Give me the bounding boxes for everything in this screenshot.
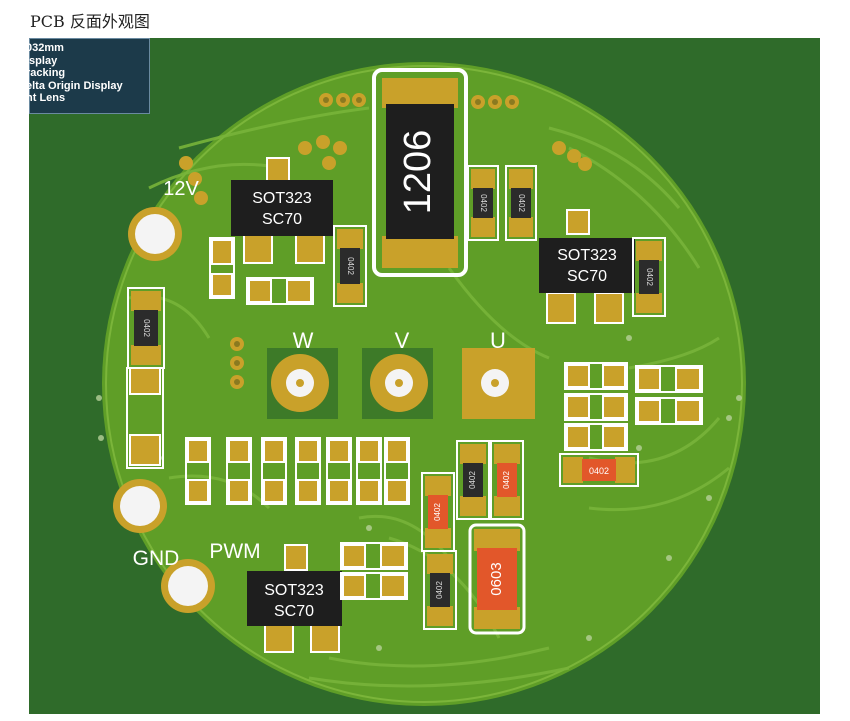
display-options-overlay: 032mm isplay racking elta Origin Display… xyxy=(29,38,150,114)
sot323-u3-line2: SC70 xyxy=(274,603,314,620)
resistor-0603-label: 0603 xyxy=(488,562,505,595)
resistor-0402-a[interactable]: 0402 xyxy=(467,165,499,241)
sot323-u2[interactable]: SOT323 SC70 xyxy=(539,209,635,324)
pad-row-bottom xyxy=(185,437,410,505)
resistor-0402-mid-gray[interactable]: 0402 xyxy=(456,440,490,520)
svg-text:0402: 0402 xyxy=(142,319,151,337)
sot323-u1-line2: SC70 xyxy=(262,211,302,228)
motor-pad-v[interactable] xyxy=(362,348,433,419)
resistor-0402-horizontal-orange[interactable]: 0402 xyxy=(559,453,639,487)
pcb-render: 1206 SOT323 SC70 SOT323 SC70 SOT323 xyxy=(96,62,746,706)
pad-array-bottom xyxy=(340,542,408,600)
page-caption: PCB 反面外观图 xyxy=(30,12,150,31)
label-w: W xyxy=(293,328,314,353)
resistor-0402-mid-orange[interactable]: 0402 xyxy=(490,440,524,520)
overlay-line: racking xyxy=(29,67,66,79)
mounting-holes xyxy=(113,207,215,613)
svg-text:0402: 0402 xyxy=(502,471,511,489)
sot323-u2-line1: SOT323 xyxy=(557,247,617,264)
resistor-0603[interactable]: 0603 xyxy=(468,523,526,635)
overlay-line: elta Origin Display xyxy=(29,79,123,92)
svg-text:0402: 0402 xyxy=(435,581,444,599)
resistor-1206[interactable]: 1206 xyxy=(372,68,468,277)
pad-array-right xyxy=(564,362,703,451)
resistor-0402-right[interactable]: 0402 xyxy=(632,237,666,317)
sot323-u1-line1: SOT323 xyxy=(252,190,312,207)
vias xyxy=(179,93,592,389)
label-u: U xyxy=(490,328,506,353)
sot323-u3-line1: SOT323 xyxy=(264,582,324,599)
label-12v: 12V xyxy=(163,178,199,200)
sot323-u1[interactable]: SOT323 SC70 xyxy=(231,157,333,264)
svg-text:0402: 0402 xyxy=(517,194,526,212)
label-v: V xyxy=(395,328,410,353)
motor-pad-w[interactable] xyxy=(267,348,338,419)
sot323-u3[interactable]: SOT323 SC70 xyxy=(247,544,342,653)
overlay-line: 032mm xyxy=(29,42,64,54)
resistor-0402-c[interactable]: 0402 xyxy=(333,225,367,307)
pad-array-left xyxy=(126,237,314,469)
resistor-0402-left[interactable]: 0402 xyxy=(127,287,165,369)
label-gnd: GND xyxy=(133,547,180,570)
svg-text:0402: 0402 xyxy=(589,466,609,476)
copper-traces xyxy=(128,106,730,688)
pcb-viewport[interactable]: 1206 SOT323 SC70 SOT323 SC70 SOT323 xyxy=(29,38,820,714)
overlay-line: ht Lens xyxy=(29,92,66,104)
sot323-u2-line2: SC70 xyxy=(567,268,607,285)
resistor-0402-bottom-gray[interactable]: 0402 xyxy=(423,550,457,630)
resistor-1206-label: 1206 xyxy=(397,130,439,215)
svg-text:0402: 0402 xyxy=(479,194,488,212)
svg-text:0402: 0402 xyxy=(468,471,477,489)
svg-text:0402: 0402 xyxy=(645,268,654,286)
svg-text:0402: 0402 xyxy=(433,503,442,521)
label-pwm: PWM xyxy=(209,540,260,563)
resistor-0402-b[interactable]: 0402 xyxy=(505,165,537,241)
overlay-line: isplay xyxy=(29,54,58,67)
svg-text:0402: 0402 xyxy=(346,257,355,275)
motor-pad-u[interactable] xyxy=(462,348,535,419)
